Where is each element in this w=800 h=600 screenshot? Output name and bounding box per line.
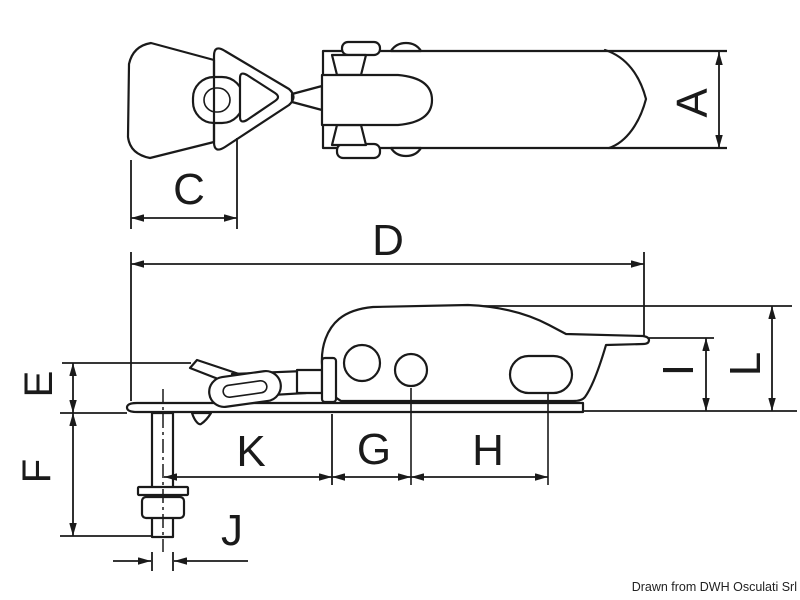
top-view-latch-body: [320, 40, 727, 160]
lever-knob-shape: [126, 41, 216, 160]
dimension-annotations: C D A E F K: [15, 52, 792, 571]
mounting-slot: [508, 354, 574, 395]
dim-label-G: G: [357, 425, 391, 474]
top-view-lever-ring: [126, 41, 324, 160]
dim-label-F: F: [15, 459, 59, 483]
pivot-pin-cap-top: [340, 40, 382, 57]
dim-D: D: [130, 216, 645, 401]
dim-label-H: H: [472, 426, 504, 475]
adjuster-block: [295, 368, 324, 395]
spring-bump-bottom: [389, 146, 423, 158]
dim-label-E: E: [17, 371, 61, 398]
pivot-washer-bottom: [330, 123, 368, 147]
dim-A: A: [668, 52, 723, 148]
dim-label-K: K: [236, 427, 265, 476]
hook-catch-tip: [190, 411, 213, 426]
dim-label-C: C: [173, 165, 205, 214]
hook-loop-inner: [203, 87, 231, 113]
dim-C: C: [130, 138, 238, 229]
triangle-ring-hole: [238, 72, 280, 123]
lever-end-shape: [320, 73, 434, 127]
spring-bump-top: [389, 41, 423, 53]
hook-loop-outer: [191, 75, 245, 125]
rivet-hole-1: [342, 343, 382, 383]
break-line-notch: [603, 48, 648, 150]
dim-F: F: [15, 413, 151, 537]
side-view-assembly: [125, 303, 797, 552]
triangle-ring-outer: [212, 47, 295, 151]
dim-I: I: [649, 337, 714, 411]
dim-label-A: A: [668, 88, 717, 118]
dim-L: L: [483, 305, 792, 411]
pivot-washer-top: [330, 53, 368, 77]
pivot-bracket: [320, 356, 338, 404]
mounting-plate: [125, 401, 585, 414]
dim-K: K: [164, 414, 333, 485]
dim-H: H: [411, 393, 549, 485]
hook-loop-side: [208, 369, 282, 409]
dim-label-D: D: [372, 216, 404, 265]
rivet-hole-2: [393, 352, 429, 388]
dim-G: G: [332, 388, 412, 485]
dim-J: J: [113, 506, 248, 571]
ring-neck-shape: [290, 84, 324, 112]
credit-text: Drawn from DWH Osculati Srl: [632, 580, 797, 594]
dim-label-J: J: [221, 506, 243, 555]
dim-label-L: L: [721, 352, 770, 376]
dim-label-I: I: [654, 364, 703, 376]
